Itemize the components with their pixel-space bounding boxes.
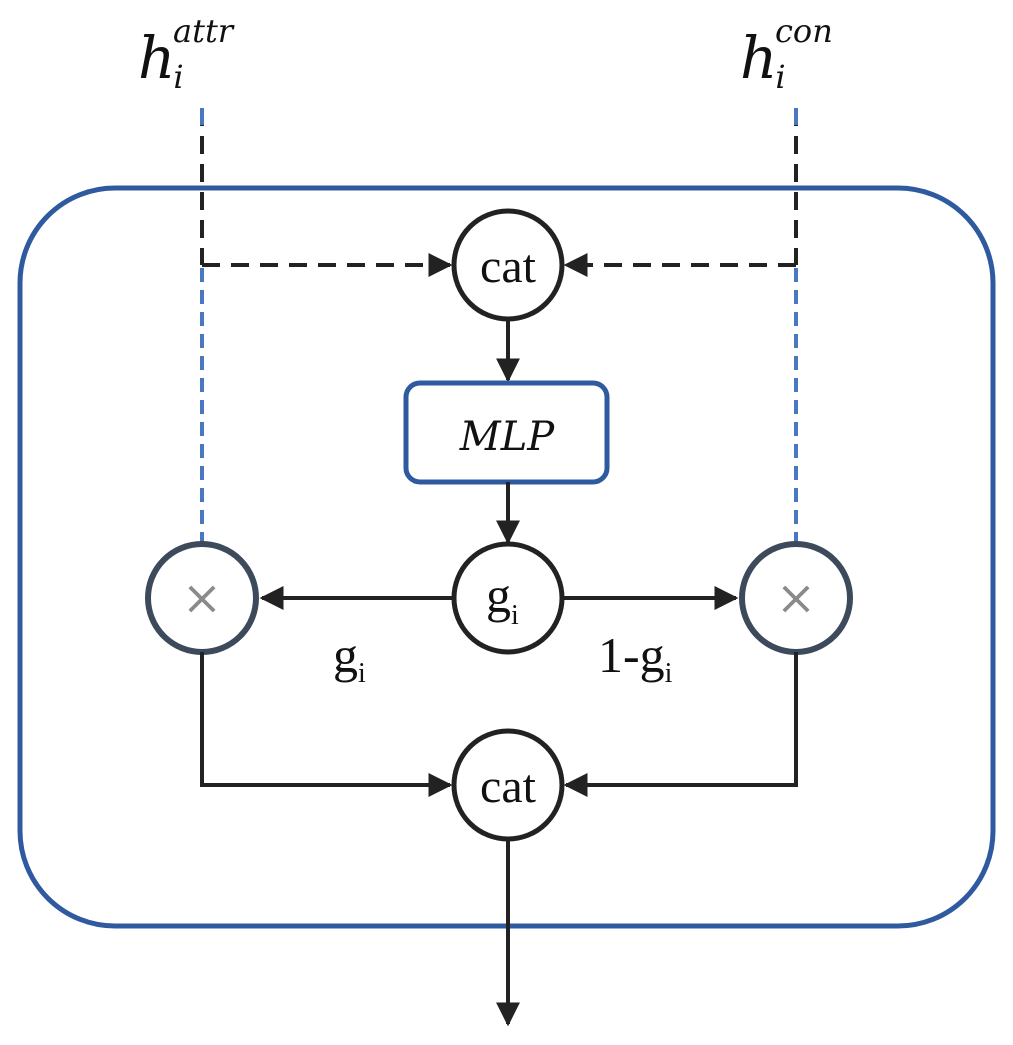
arrow-left-mult-to-cat — [200, 652, 453, 797]
arrow-right-mult-to-cat — [563, 652, 798, 797]
gate-label: gi — [486, 567, 519, 631]
edge-label-g: gi — [333, 627, 366, 689]
edge-label-one-minus-g: 1-gi — [598, 627, 673, 689]
multiply-left-icon: × — [182, 570, 222, 626]
cat-top-label: cat — [480, 240, 537, 293]
mlp-label: MLP — [459, 414, 556, 460]
input-label-con: hicon — [740, 12, 833, 96]
input-label-attr: hiattr — [138, 12, 235, 96]
multiply-right-icon: × — [776, 570, 816, 626]
cat-bottom-label: cat — [480, 760, 537, 813]
